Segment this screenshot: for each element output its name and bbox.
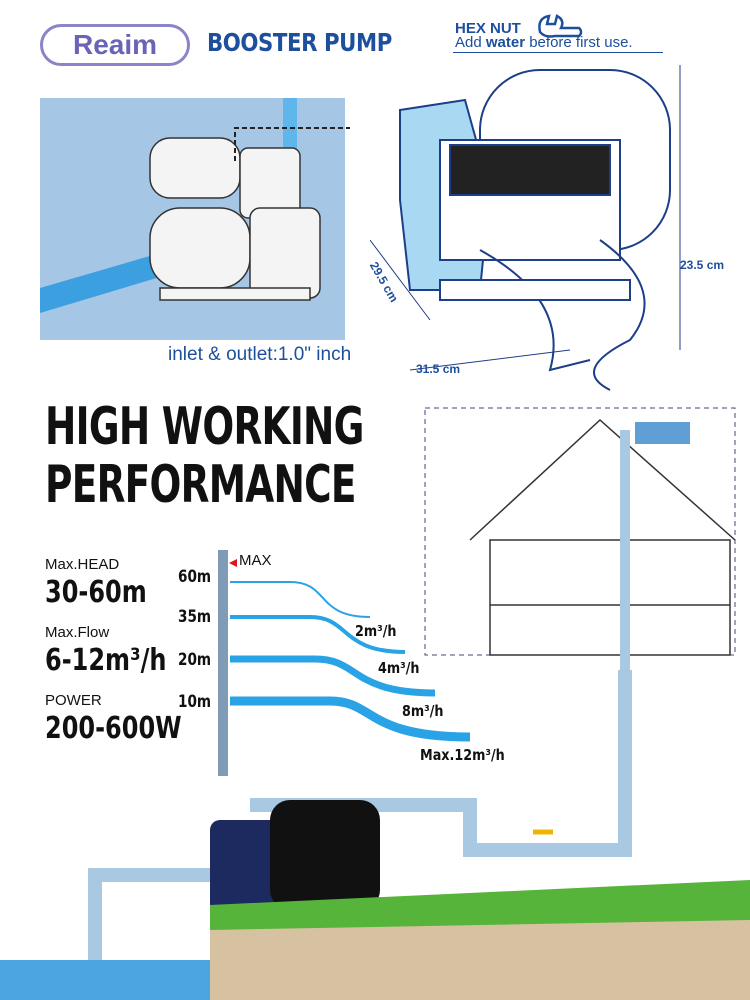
spec-label: POWER <box>45 692 102 709</box>
spec-label: Max.HEAD <box>45 556 120 573</box>
head-tick: 10m <box>178 692 212 712</box>
divider <box>453 52 663 53</box>
curve-8m3h <box>230 655 436 697</box>
max-marker-icon <box>229 559 237 567</box>
flow-label: 2m³/h <box>355 622 397 640</box>
product-title: BOOSTER PUMP <box>207 28 392 57</box>
head-axis <box>218 550 228 776</box>
curve-12m3h <box>230 696 471 742</box>
head-tick: 20m <box>178 650 212 670</box>
spec-value: 200-600W <box>45 711 182 746</box>
hex-nut-note: HEX NUT Add water before first use. <box>455 20 633 51</box>
width-dimension: 31.5 cm <box>416 362 461 376</box>
pump-install-illustration <box>40 98 350 313</box>
wrench-icon <box>538 14 583 38</box>
flow-label: 4m³/h <box>378 659 420 677</box>
spec-label: Max.Flow <box>45 624 110 641</box>
brand-logo: Reaim <box>40 24 190 66</box>
head-tick: 35m <box>178 607 212 627</box>
flow-label: Max.12m³/h <box>420 746 505 764</box>
hex-nut-instruction: Add water before first use. <box>455 34 633 51</box>
flow-label: 8m³/h <box>402 702 444 720</box>
curve-4m3h <box>230 615 406 654</box>
house-plumbing-scene <box>0 407 750 1000</box>
height-dimension: 23.5 cm <box>680 258 725 272</box>
headline-line-1: HIGH WORKING <box>45 397 364 457</box>
pump-dimension-drawing <box>370 65 681 391</box>
hex-nut-label: HEX NUT <box>455 20 521 37</box>
max-label: MAX <box>239 552 272 569</box>
head-tick: 60m <box>178 567 212 587</box>
headline: HIGH WORKING PERFORMANCE <box>45 398 364 514</box>
inlet-outlet-size: inlet & outlet:1.0" inch <box>168 344 352 365</box>
spec-value: 6-12m³/h <box>45 643 167 678</box>
headline-line-2: PERFORMANCE <box>45 455 357 515</box>
curve-2m3h <box>230 581 371 618</box>
spec-value: 30-60m <box>45 575 147 610</box>
